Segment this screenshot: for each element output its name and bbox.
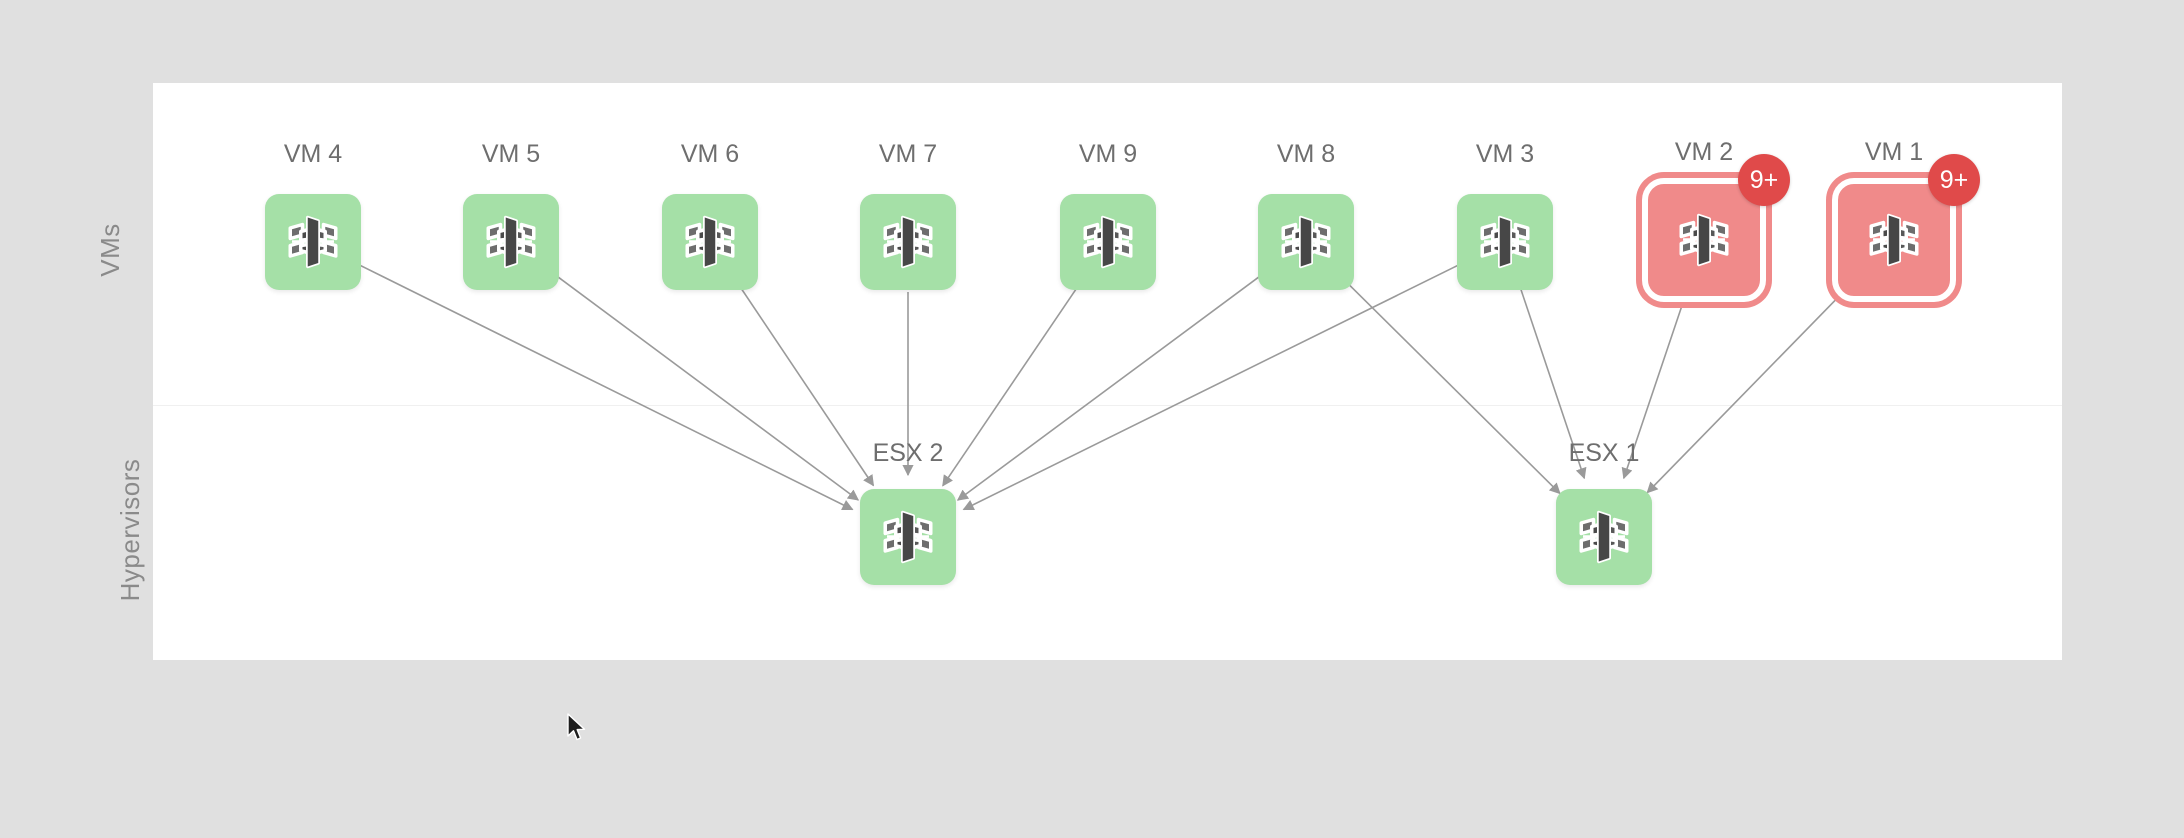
virtual-machine-icon — [486, 215, 536, 269]
lane-label-hypervisors: Hypervisors — [115, 458, 145, 602]
lane-label-vms: VMs — [95, 223, 125, 277]
node-label-vm8: VM 8 — [1276, 140, 1336, 168]
node-label-vm5: VM 5 — [481, 140, 541, 168]
virtual-machine-icon — [883, 215, 933, 269]
node-label-esx2: ESX 2 — [872, 439, 944, 467]
mouse-pointer-icon — [567, 713, 586, 741]
node-box-esx2[interactable] — [860, 489, 956, 585]
node-box-vm7[interactable] — [860, 194, 956, 290]
virtual-machine-icon — [1083, 215, 1133, 269]
virtual-machine-icon — [1281, 215, 1331, 269]
node-box-esx1[interactable] — [1556, 489, 1652, 585]
lane-divider — [153, 405, 2062, 406]
virtual-machine-icon — [1480, 215, 1530, 269]
virtual-machine-icon — [685, 215, 735, 269]
node-box-vm9[interactable] — [1060, 194, 1156, 290]
node-box-vm8[interactable] — [1258, 194, 1354, 290]
virtual-machine-icon — [288, 215, 338, 269]
virtual-machine-icon — [1579, 510, 1629, 564]
node-box-vm6[interactable] — [662, 194, 758, 290]
node-label-vm2: VM 2 — [1674, 138, 1734, 166]
virtual-machine-icon — [1869, 213, 1919, 267]
virtual-machine-icon — [883, 510, 933, 564]
node-box-vm5[interactable] — [463, 194, 559, 290]
node-label-vm9: VM 9 — [1078, 140, 1138, 168]
node-box-vm4[interactable] — [265, 194, 361, 290]
node-label-vm4: VM 4 — [283, 140, 343, 168]
node-label-vm7: VM 7 — [878, 140, 938, 168]
node-label-esx1: ESX 1 — [1568, 439, 1640, 467]
virtual-machine-icon — [1679, 213, 1729, 267]
node-box-vm3[interactable] — [1457, 194, 1553, 290]
node-label-vm3: VM 3 — [1475, 140, 1535, 168]
alarm-badge-vm2[interactable]: 9+ — [1738, 154, 1790, 206]
node-label-vm6: VM 6 — [680, 140, 740, 168]
node-label-vm1: VM 1 — [1864, 138, 1924, 166]
alarm-badge-vm1[interactable]: 9+ — [1928, 154, 1980, 206]
